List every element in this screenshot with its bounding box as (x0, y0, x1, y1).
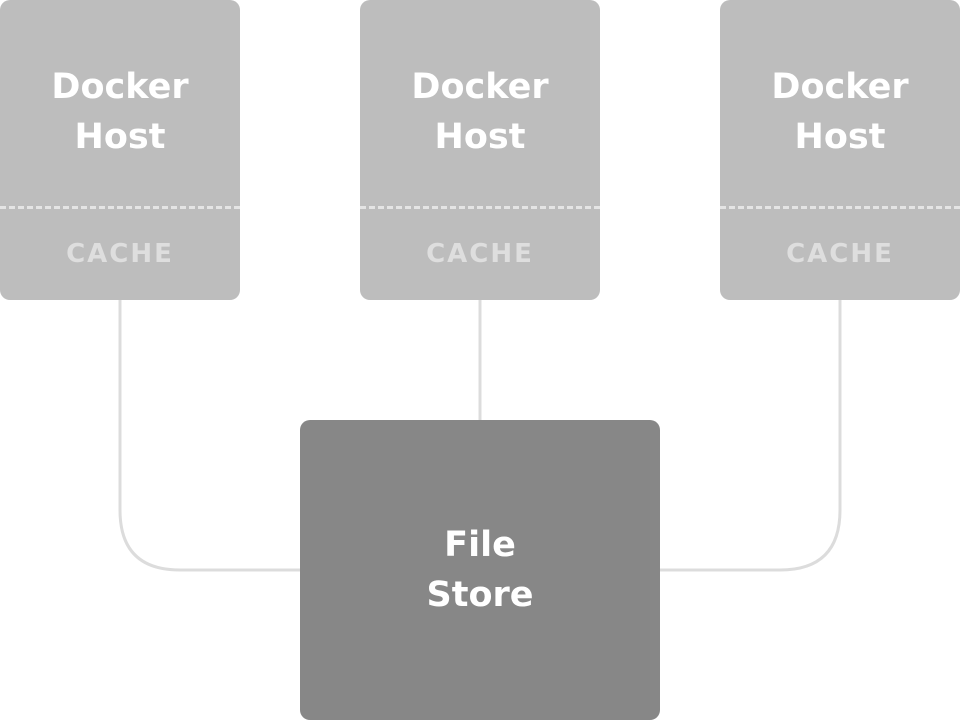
host-cache-divider (360, 206, 600, 209)
connector-left (118, 300, 300, 572)
host-cache-divider (0, 206, 240, 209)
host-cache-divider (720, 206, 960, 209)
host-title-line1: Docker (51, 67, 189, 107)
store-title: File Store (300, 520, 660, 620)
host-title: Docker Host (0, 62, 240, 162)
file-store: File Store (300, 420, 660, 720)
host-title: Docker Host (720, 62, 960, 162)
host-cache-label: CACHE (66, 239, 174, 269)
host-cache-label: CACHE (426, 239, 534, 269)
docker-host-left: Docker Host CACHE (0, 0, 240, 300)
docker-host-right: Docker Host CACHE (720, 0, 960, 300)
host-title-line1: Docker (771, 67, 909, 107)
host-title: Docker Host (360, 62, 600, 162)
store-title-line2: Store (426, 575, 534, 615)
host-title-line1: Docker (411, 67, 549, 107)
docker-host-center: Docker Host CACHE (360, 0, 600, 300)
host-title-line2: Host (794, 117, 886, 157)
host-title-line2: Host (74, 117, 166, 157)
store-title-line1: File (444, 525, 516, 565)
host-title-line2: Host (434, 117, 526, 157)
host-cache-label: CACHE (786, 239, 894, 269)
connector-right (660, 300, 842, 572)
